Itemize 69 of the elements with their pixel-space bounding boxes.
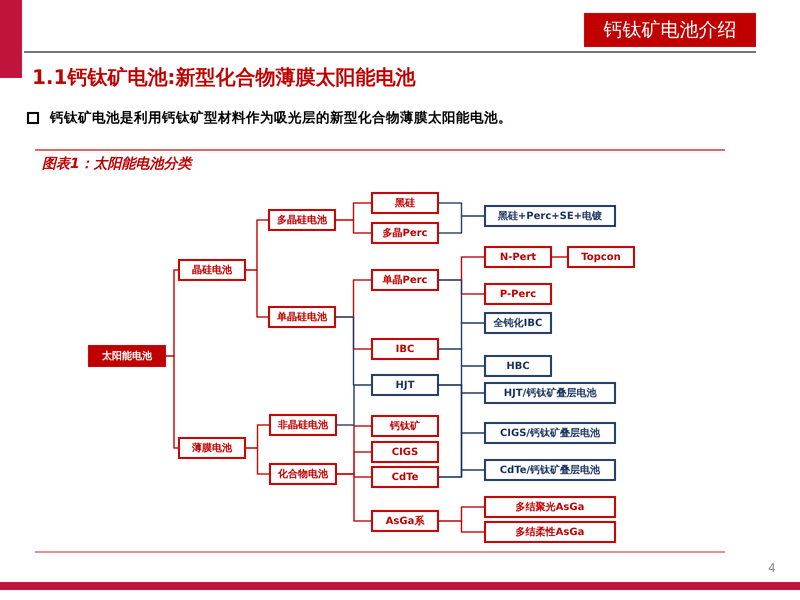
node-label: 多结聚光AsGa [516,500,584,514]
category-box [484,459,616,481]
category-box [484,496,616,518]
connector-line [166,355,178,449]
node-label: AsGa系 [386,514,424,528]
slide-title: 1.1钙钛矿电池:新型化合物薄膜太阳能电池 [32,64,416,91]
node-label: HJT [396,380,414,390]
category-box [371,415,439,437]
connector-line [246,447,269,475]
node-label: 单晶Perc [382,274,428,287]
node-label: CIGS/钙钛矿叠层电池 [500,426,600,440]
bullet-text: 钙钛矿电池是利用钙钛矿型材料作为吸光层的新型化合物薄膜太阳能电池。 [50,109,513,128]
node-label: 薄膜电池 [192,442,232,455]
root-box [88,345,166,367]
connector-line [552,256,567,258]
category-box [371,338,439,360]
node-label: CdTe [392,472,418,482]
category-box [484,382,616,404]
node-label: 多晶硅电池 [277,214,327,227]
node-label: 单晶硅电池 [277,310,327,324]
category-box [178,437,246,459]
node-label: IBC [396,344,414,354]
category-box [371,192,439,214]
node-label: 多晶Perc [382,226,428,240]
category-box [371,510,439,532]
section-tag: 钙钛矿电池介绍 [584,13,756,47]
connector-line [337,384,371,426]
category-box [269,414,337,436]
node-label: 晶硅电池 [192,264,232,277]
page-number: 4 [767,560,777,576]
category-box [484,246,552,268]
node-label: 钙钛矿 [390,419,420,433]
category-box [371,222,439,244]
category-box [484,312,552,334]
connector-line [337,473,371,522]
connector-line [246,269,268,318]
node-label: 黑硅 [395,196,415,210]
category-box [371,441,439,463]
node-label: HBC [506,360,530,372]
node-label: 化合物电池 [278,468,328,481]
connector-line [336,219,371,234]
category-box [484,521,616,543]
node-label: CdTe/钙钛矿叠层电池 [500,463,600,477]
category-box [484,355,552,377]
node-label: 多结柔性AsGa [516,526,584,539]
connector-line [439,469,484,478]
node-label: P-Perc [500,288,536,300]
category-box [371,374,439,396]
node-label: 太阳能电池 [102,350,152,363]
category-box [484,205,616,227]
category-box [268,209,336,231]
category-box [484,422,616,444]
figure-caption: 图表1：太阳能电池分类 [42,155,194,174]
node-label: N-Pert [500,252,536,262]
category-box [371,269,439,291]
node-label: 黑硅+Perc+SE+电镀 [498,210,602,223]
category-box [484,283,552,305]
category-box [371,466,439,488]
category-box [269,463,337,485]
category-box [178,259,246,281]
category-box [268,306,336,328]
node-label: 全钝化IBC [494,316,542,330]
node-label: CIGS [392,446,418,458]
node-label: 非晶硅电池 [278,418,328,432]
connector-line [439,215,484,234]
category-box [567,246,635,268]
connector-line [439,520,484,533]
node-label: HJT/钙钛矿叠层电池 [504,386,596,400]
node-label: Topcon [581,252,621,262]
